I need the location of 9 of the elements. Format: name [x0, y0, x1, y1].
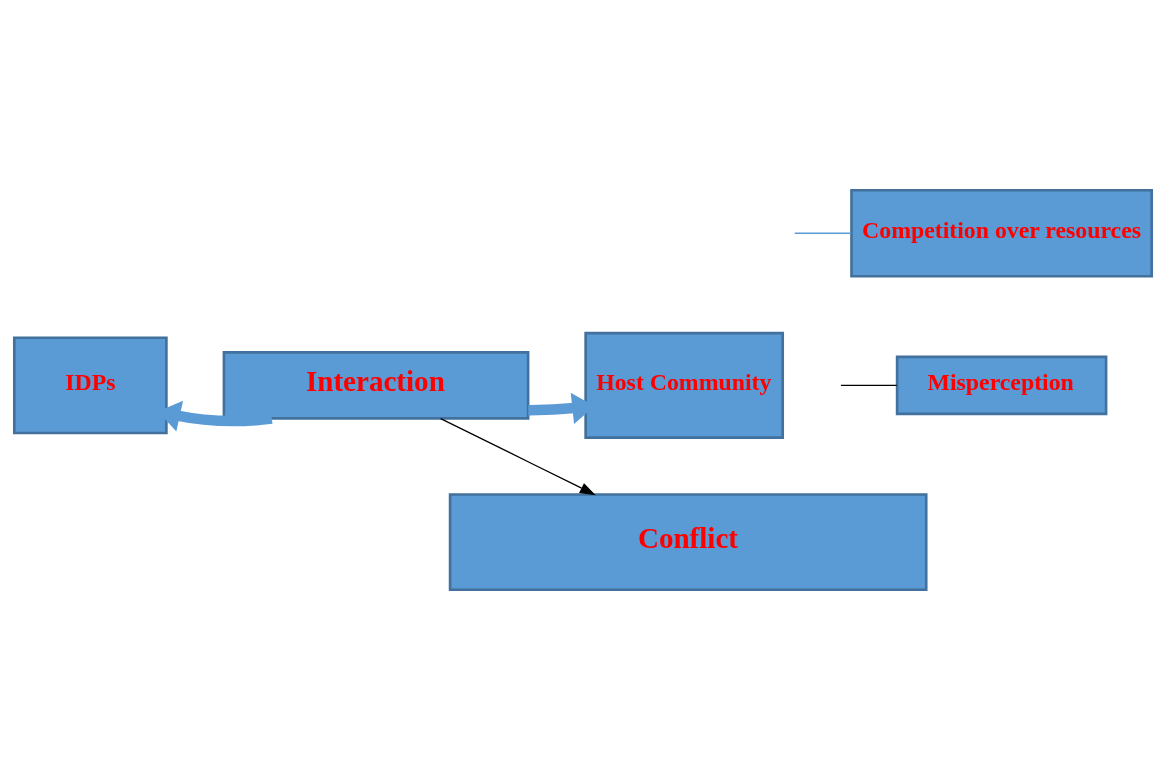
- node-box: Conflict: [448, 493, 928, 592]
- node-box: Misperception: [895, 355, 1108, 416]
- connector: [794, 232, 852, 234]
- node-box: Interaction: [222, 351, 530, 420]
- node-box: Host Community: [584, 331, 785, 439]
- node-box: IDPs: [12, 336, 168, 435]
- arrow: [440, 417, 596, 496]
- connector: [840, 384, 898, 387]
- node-box: Competition over resources: [850, 188, 1154, 278]
